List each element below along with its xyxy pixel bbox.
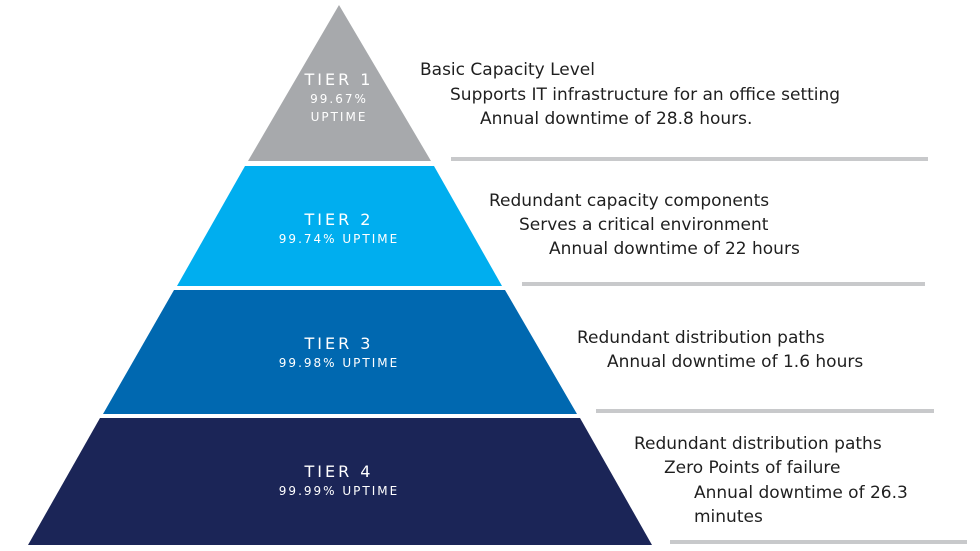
tier-1-description-2: Supports IT infrastructure for an office…	[450, 85, 841, 105]
tier-3-label: TIER 3 99.98% UPTIME	[239, 334, 439, 372]
tier-4-title: TIER 4	[304, 462, 374, 481]
tier-1-description-1: Basic Capacity Level	[420, 60, 595, 80]
tier-4-label: TIER 4 99.99% UPTIME	[239, 462, 439, 500]
tier-2-subtitle: 99.74% UPTIME	[278, 232, 400, 246]
tier-3-subtitle: 99.98% UPTIME	[278, 356, 400, 370]
tier-1-title: TIER 1	[304, 70, 374, 89]
tier-3-description-1: Redundant distribution paths	[577, 328, 825, 348]
tier-3-separator	[596, 409, 934, 413]
tier-4-description-4: minutes	[694, 507, 763, 527]
tier-2-description-3: Annual downtime of 22 hours	[549, 239, 800, 259]
tier-3-segment	[103, 290, 577, 414]
tier-4-subtitle: 99.99% UPTIME	[278, 484, 400, 498]
tier-4-description-3: Annual downtime of 26.3	[694, 483, 908, 503]
tier-1-separator	[451, 157, 928, 161]
tier-1-uptime: UPTIME	[310, 110, 368, 124]
tier-2-description-1: Redundant capacity components	[489, 191, 770, 211]
tier-4-segment	[28, 418, 652, 545]
tier-2-segment	[177, 166, 502, 286]
tier-4-description-1: Redundant distribution paths	[634, 434, 882, 454]
tier-4-separator	[670, 540, 967, 544]
tier-2-title: TIER 2	[304, 210, 374, 229]
tier-1-percent: 99.67%	[310, 92, 368, 106]
tier-3-description-2: Annual downtime of 1.6 hours	[607, 352, 864, 372]
tier-2-description-2: Serves a critical environment	[519, 215, 769, 235]
tier-3-title: TIER 3	[304, 334, 374, 353]
tier-2-label: TIER 2 99.74% UPTIME	[239, 210, 439, 248]
tier-1-label: TIER 1 99.67% UPTIME	[289, 70, 389, 126]
tier-4-description-2: Zero Points of failure	[664, 458, 841, 478]
tier-1-segment	[248, 5, 431, 161]
tier-1-description-3: Annual downtime of 28.8 hours.	[480, 109, 753, 129]
tier-2-separator	[522, 282, 925, 286]
